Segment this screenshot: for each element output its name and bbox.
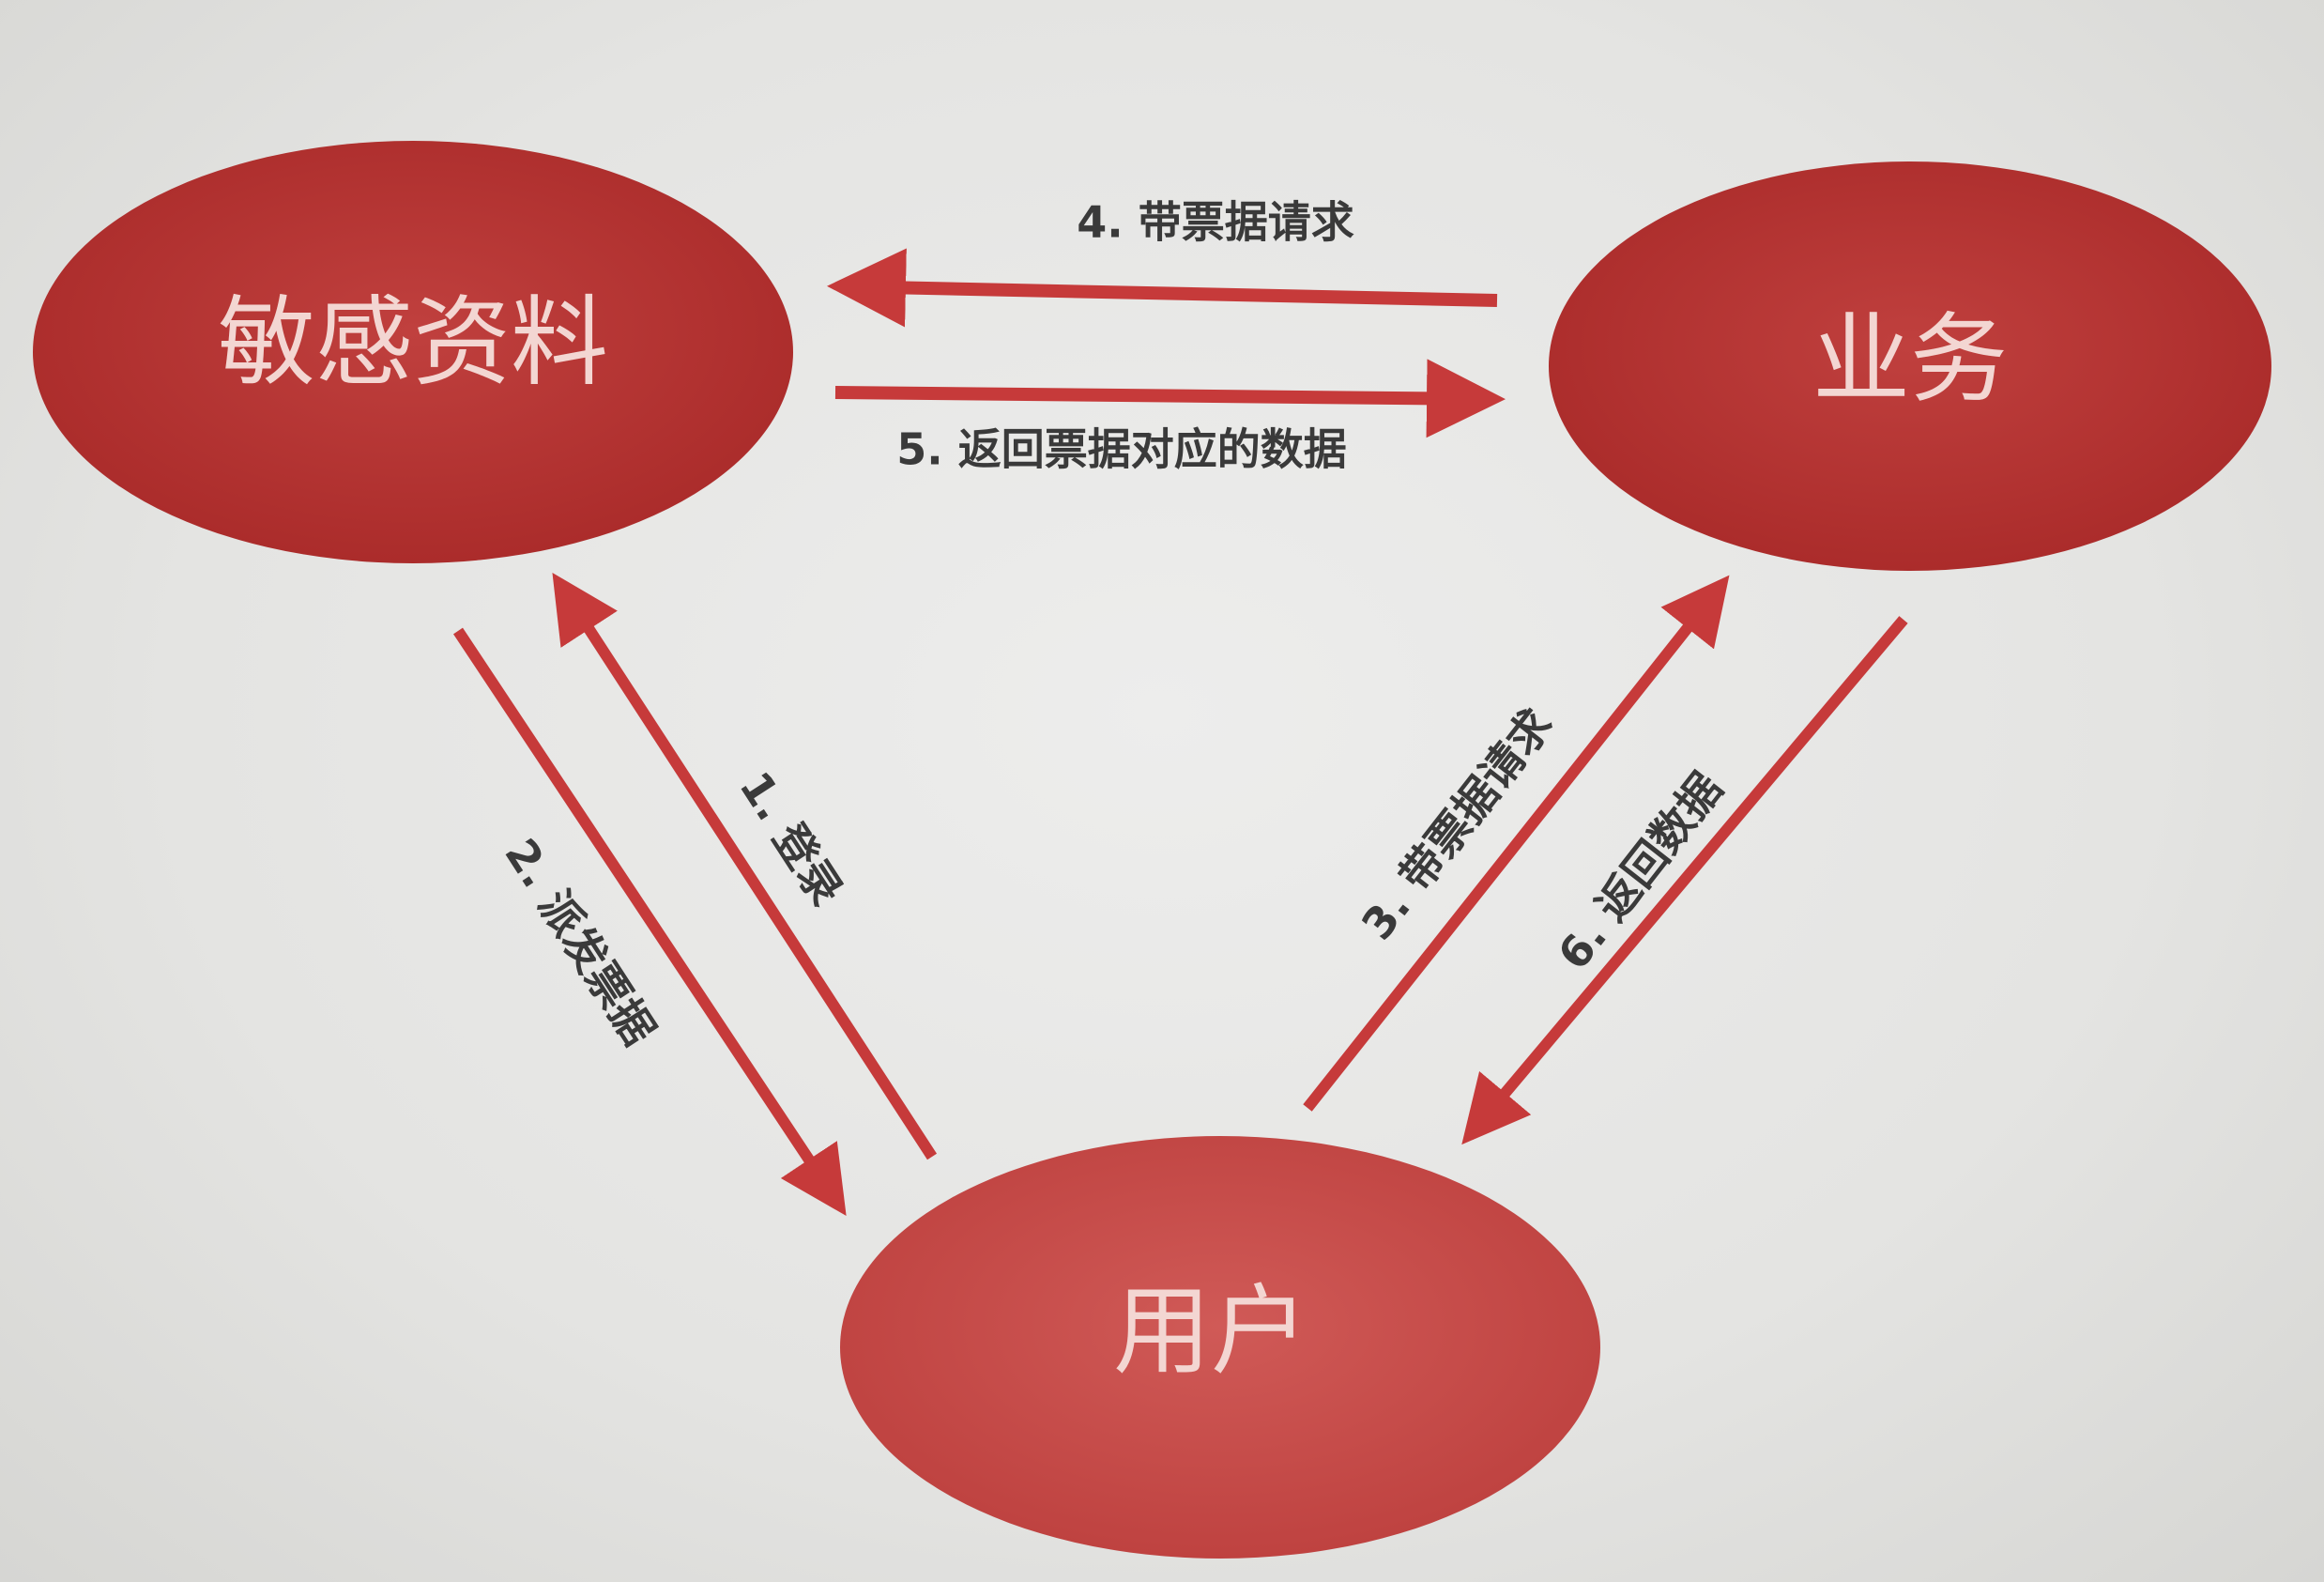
arrow-3-user-to-business bbox=[1303, 575, 1730, 1112]
node-user: 用户 bbox=[840, 1136, 1600, 1559]
node-business-label: 业务 bbox=[1812, 301, 2008, 416]
node-sensitive-data: 敏感资料 bbox=[33, 141, 793, 563]
node-business-shape bbox=[1549, 161, 2271, 571]
node-user-label: 用户 bbox=[1113, 1273, 1308, 1388]
node-sensitive-data-shape bbox=[33, 141, 793, 563]
arrow-5-sensitive-to-business bbox=[834, 359, 1506, 438]
arrow-2-sensitive-to-user bbox=[453, 627, 847, 1216]
edge-label-6: 6. 返回数据 bbox=[1548, 763, 1732, 979]
edge-label-2: 2. 派发票据 bbox=[495, 830, 665, 1054]
edge-label-5: 5. 返回票据对应的数据 bbox=[896, 424, 1347, 475]
arrow-4-business-to-sensitive bbox=[827, 248, 1498, 328]
arrow-1-user-to-sensitive bbox=[552, 572, 938, 1160]
node-business: 业务 bbox=[1549, 161, 2271, 571]
node-sensitive-data-label: 敏感资料 bbox=[218, 284, 608, 399]
edge-label-1: 1. 登录 bbox=[729, 762, 852, 914]
arrow-6-business-to-user bbox=[1461, 616, 1908, 1145]
edge-label-4: 4. 带票据请求 bbox=[1077, 197, 1354, 248]
node-user-shape bbox=[840, 1136, 1600, 1559]
